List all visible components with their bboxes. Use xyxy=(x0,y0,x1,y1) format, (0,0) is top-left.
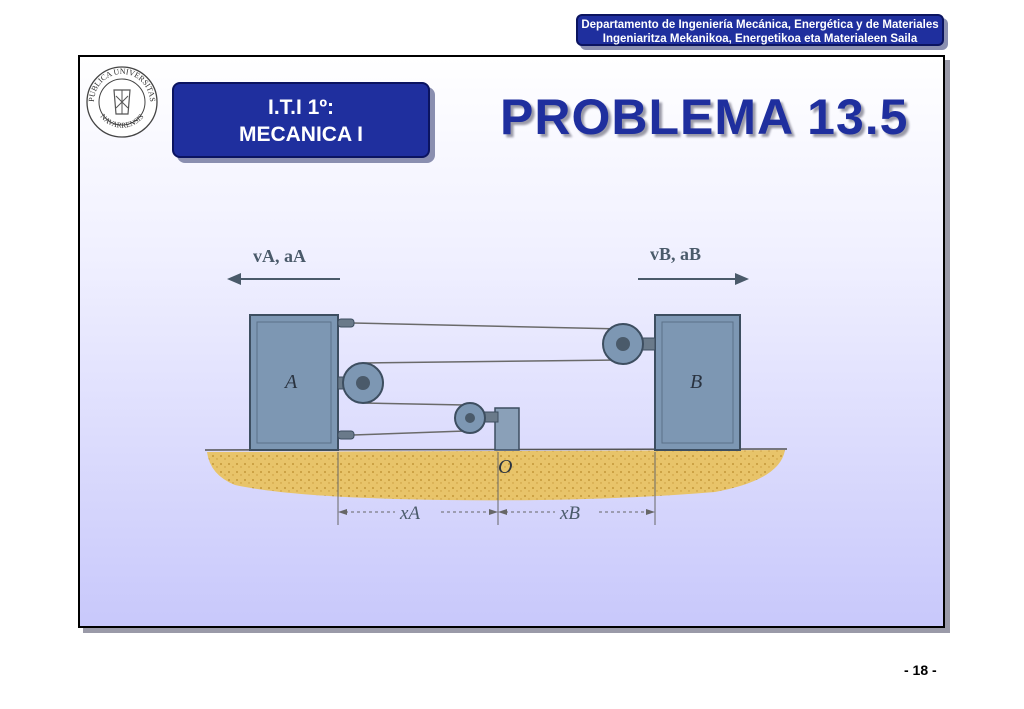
arrow-left-icon xyxy=(227,273,340,285)
page-title: PROBLEMA 13.5 xyxy=(500,89,909,145)
cables xyxy=(352,322,624,436)
block-b-label: B xyxy=(690,371,702,393)
velocity-b-label: vB, aB xyxy=(650,244,701,264)
block-a xyxy=(249,314,339,451)
dimension-xb-label: xB xyxy=(559,503,580,524)
course-code: I.T.I 1º: xyxy=(267,96,334,119)
block-b xyxy=(654,314,741,451)
department-header: Departamento de Ingeniería Mecánica, Ene… xyxy=(576,14,944,46)
dimension-lines xyxy=(337,452,656,525)
university-seal-icon: PUBLICA UNIVERSITAS NAVARRENSIS xyxy=(86,66,158,138)
dimension-xa-label: xA xyxy=(399,503,420,524)
course-name: MECANICA I xyxy=(238,123,364,146)
course-box: I.T.I 1º: MECANICA I xyxy=(172,82,430,158)
pulley-b-icon xyxy=(602,323,656,365)
hooks xyxy=(337,318,355,440)
ground xyxy=(207,450,785,501)
page-number: - 18 - xyxy=(904,662,937,678)
department-line-es: Departamento de Ingeniería Mecánica, Ene… xyxy=(581,19,939,31)
department-line-eu: Ingeniaritza Mekanikoa, Energetikoa eta … xyxy=(602,33,918,45)
pulley-diagram: vA, aA vB, aB A B xyxy=(204,244,788,525)
pulley-o-icon xyxy=(454,402,520,451)
arrow-right-icon xyxy=(638,273,749,285)
pulley-a-icon xyxy=(337,362,384,404)
velocity-a-label: vA, aA xyxy=(253,246,306,266)
block-a-label: A xyxy=(283,371,298,393)
origin-label: O xyxy=(498,456,512,478)
